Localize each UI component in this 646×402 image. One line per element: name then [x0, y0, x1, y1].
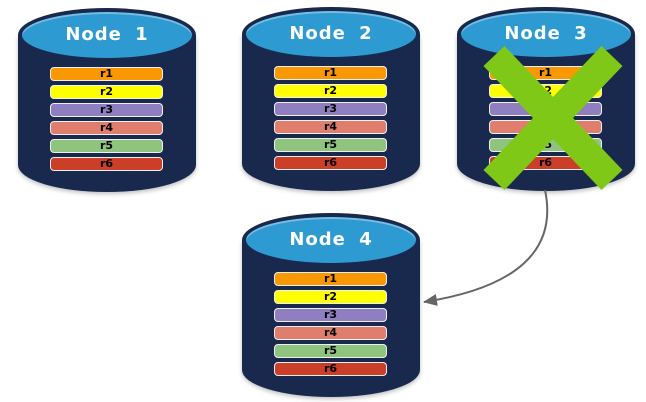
node-4: Node 4 r1 r2 r3 r4 r5 r6 — [242, 213, 420, 397]
replica-r6: r6 — [274, 362, 387, 376]
node-1-cylinder-top: Node 1 — [18, 8, 196, 62]
x-cross-icon — [483, 46, 623, 190]
replica-r6: r6 — [50, 157, 163, 171]
replica-r3: r3 — [274, 102, 387, 116]
node-1-label: Node 1 — [65, 23, 149, 45]
replica-r3: r3 — [50, 103, 163, 117]
replica-r4: r4 — [50, 121, 163, 135]
node-1-replica-stack: r1 r2 r3 r4 r5 r6 — [50, 67, 163, 175]
replica-r6: r6 — [274, 156, 387, 170]
replica-r5: r5 — [274, 138, 387, 152]
replica-r5: r5 — [274, 344, 387, 358]
replica-r2: r2 — [50, 85, 163, 99]
node-2-cylinder-top: Node 2 — [242, 7, 420, 61]
node-1: Node 1 r1 r2 r3 r4 r5 r6 — [18, 8, 196, 192]
node-4-label: Node 4 — [289, 228, 373, 250]
node-2-replica-stack: r1 r2 r3 r4 r5 r6 — [274, 66, 387, 174]
replica-r1: r1 — [274, 272, 387, 286]
replica-r2: r2 — [274, 84, 387, 98]
replica-r5: r5 — [50, 139, 163, 153]
arrow-curve — [423, 189, 549, 306]
replica-r4: r4 — [274, 120, 387, 134]
replica-r3: r3 — [274, 308, 387, 322]
x-stroke-2 — [483, 46, 623, 190]
replica-r2: r2 — [274, 290, 387, 304]
node-2-label: Node 2 — [289, 22, 373, 44]
replica-r1: r1 — [50, 67, 163, 81]
node-2: Node 2 r1 r2 r3 r4 r5 r6 — [242, 7, 420, 191]
node-4-cylinder-top: Node 4 — [242, 213, 420, 267]
node-4-replica-stack: r1 r2 r3 r4 r5 r6 — [274, 272, 387, 380]
replica-r1: r1 — [274, 66, 387, 80]
curved-arrow-icon — [423, 189, 549, 306]
replica-r4: r4 — [274, 326, 387, 340]
node-3-label: Node 3 — [504, 22, 588, 44]
